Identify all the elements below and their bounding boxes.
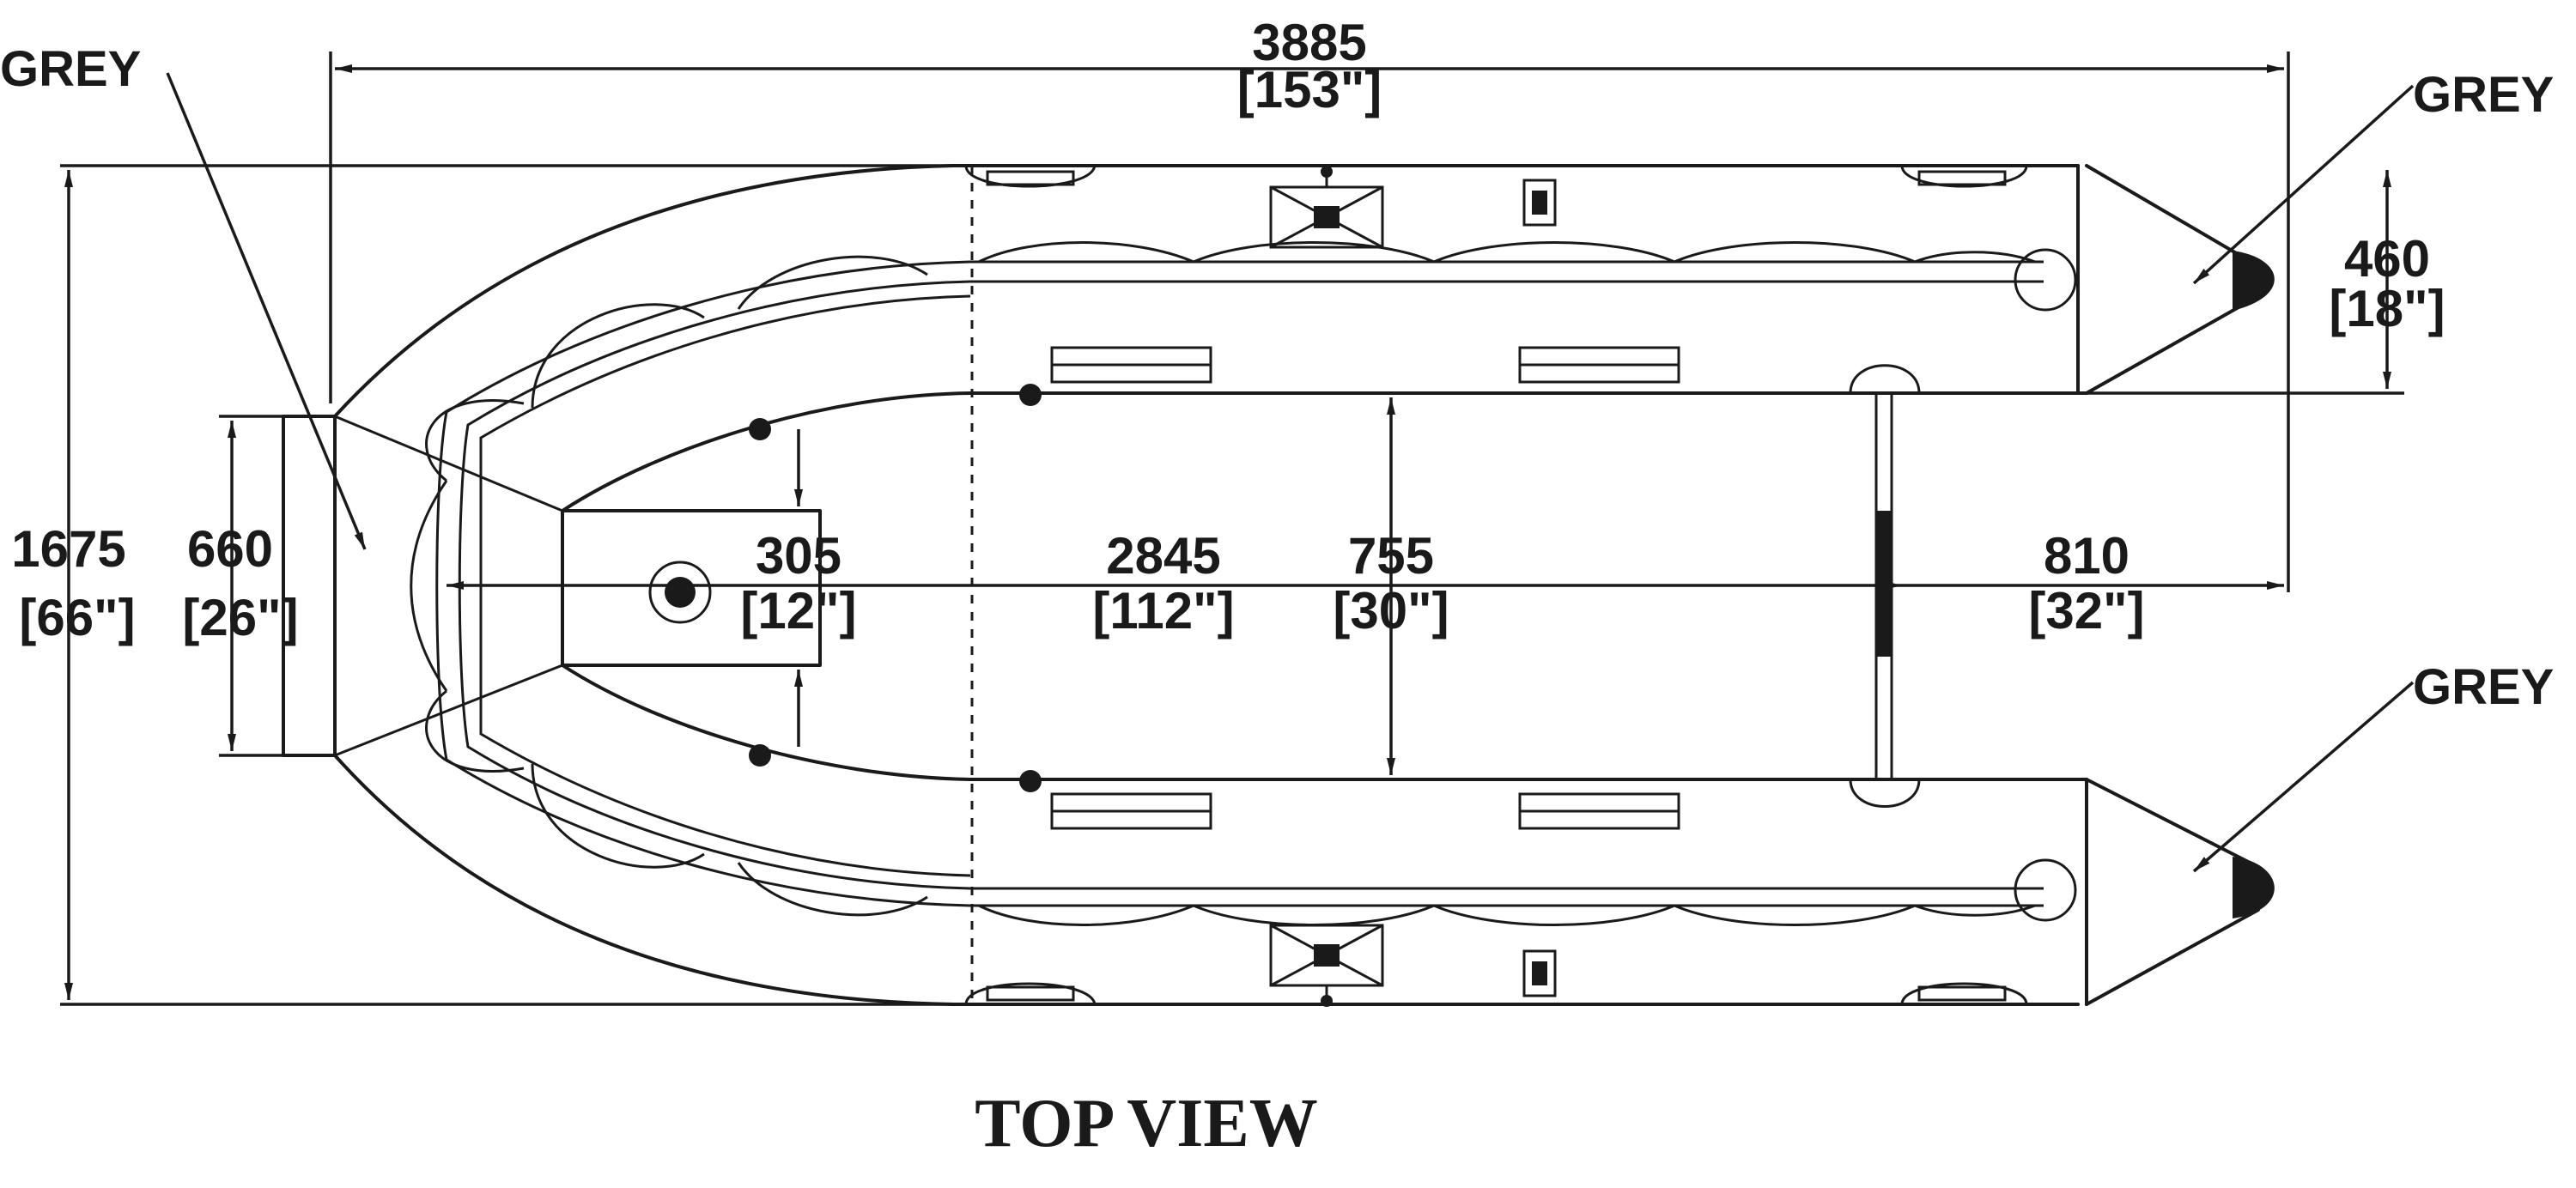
dim-cone-length-mm: 810 [2044, 527, 2129, 585]
dim-overall-length-inch: [153"] [1237, 61, 1382, 118]
drain-plug-ring [648, 561, 712, 624]
dim-inner-length-mm: 2845 [1106, 527, 1220, 585]
dim-cone-length-inch: [32"] [2028, 582, 2144, 639]
dim-bow-locker-inch: [12"] [740, 582, 856, 639]
dimension-lines [60, 52, 2404, 1006]
dim-tube-diameter-mm: 460 [2344, 230, 2430, 288]
dim-bow-locker-mm: 305 [756, 527, 841, 585]
oar-holders [1050, 346, 1680, 830]
stern-cones [2076, 164, 2275, 1006]
dim-inner-width-mm: 755 [1348, 527, 1434, 585]
dim-overall-width-inch: [66"] [19, 589, 135, 646]
callout-grey-top-cone: GREY [2413, 67, 2554, 123]
callout-leaders [166, 72, 2415, 873]
carry-handles [964, 165, 2028, 1005]
callout-grey-bottom-cone: GREY [2413, 659, 2554, 715]
transom [282, 415, 337, 757]
dim-inner-length-inch: [112"] [1092, 582, 1234, 639]
dim-overall-length-mm: 3885 [1252, 14, 1366, 71]
dim-transom-width-mm: 660 [187, 520, 273, 578]
dim-tube-diameter-inch: [18"] [2329, 280, 2445, 337]
dim-inner-width-inch: [30"] [1333, 582, 1449, 639]
drain-plug [665, 577, 696, 608]
oar-locks [1269, 166, 1384, 1007]
dim-overall-width-mm: 1675 [11, 520, 125, 578]
callout-grey-transom: GREY [0, 41, 141, 97]
view-title: TOP VIEW [975, 1086, 1317, 1161]
dim-transom-width-inch: [26"] [182, 589, 298, 646]
air-valves [1522, 179, 2077, 997]
